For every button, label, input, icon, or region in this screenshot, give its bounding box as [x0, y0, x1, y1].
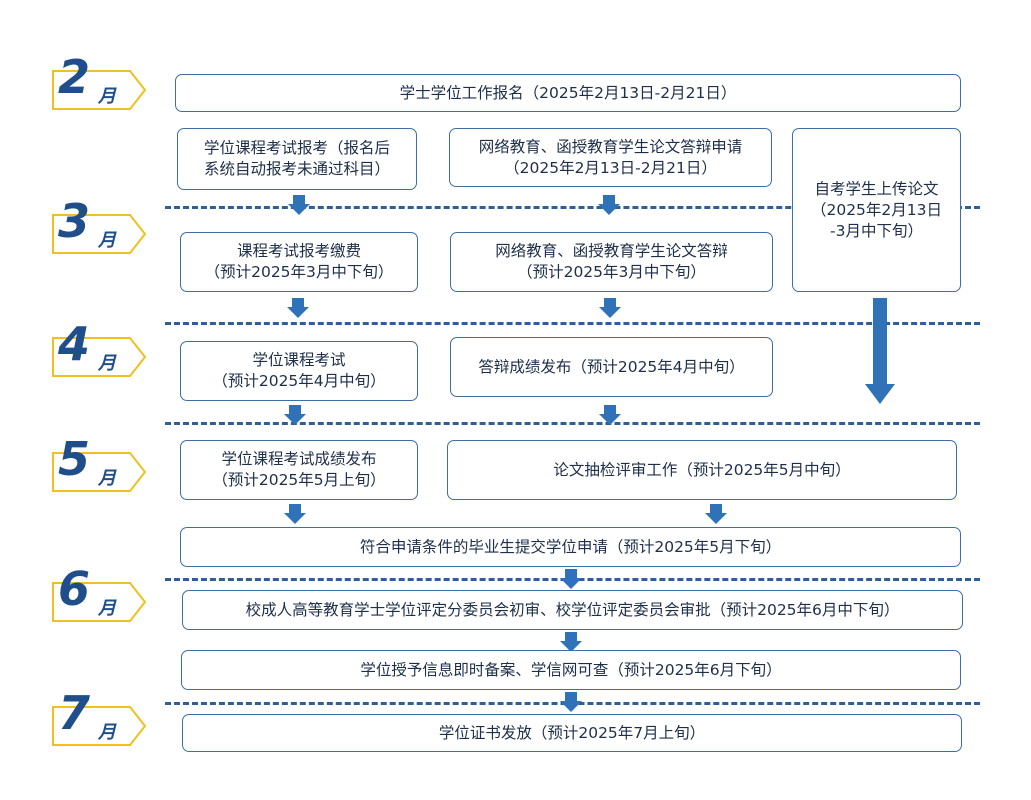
month-divider [165, 422, 980, 425]
step-exam-fee: 课程考试报考缴费 （预计2025年3月中下旬） [180, 232, 418, 292]
month-unit: 月 [98, 722, 116, 743]
down-arrow-icon [287, 298, 309, 318]
step-label-line2: 系统自动报考未通过科目） [203, 160, 390, 178]
month-number: 2 [58, 50, 91, 104]
step-label-line1: 网络教育、函授教育学生论文答辩申请 [478, 137, 743, 156]
down-arrow-icon [284, 504, 306, 524]
step-degree-application: 符合申请条件的毕业生提交学位申请（预计2025年5月下旬） [180, 527, 961, 567]
step-thesis-defense: 网络教育、函授教育学生论文答辩 （预计2025年3月中下旬） [450, 232, 773, 292]
step-record-filing: 学位授予信息即时备案、学信网可查（预计2025年6月下旬） [181, 650, 961, 690]
badge-arrow-shape [52, 70, 147, 110]
down-arrow-icon [560, 569, 582, 589]
step-label-line1: 学位课程考试成绩发布 [221, 450, 377, 468]
step-label-line1: 网络教育、函授教育学生论文答辩 [495, 242, 728, 260]
month-badge-apr: 4 月 [52, 321, 147, 377]
step-label: 答辩成绩发布（预计2025年4月中旬） [478, 357, 745, 376]
down-arrow-icon [599, 298, 621, 318]
down-arrow-icon [598, 195, 620, 215]
step-label-line3: -3月中下旬） [830, 221, 923, 240]
step-committee-review: 校成人高等教育学士学位评定分委员会初审、校学位评定委员会审批（预计2025年6月… [182, 590, 963, 630]
month-unit: 月 [98, 230, 116, 251]
month-number: 6 [58, 562, 91, 616]
badge-arrow-shape [52, 582, 147, 622]
step-course-exam-signup: 学位课程考试报考（报名后 系统自动报考未通过科目） [177, 128, 417, 190]
month-badge-feb: 2 月 [52, 54, 147, 110]
down-arrow-icon [288, 195, 310, 215]
step-thesis-review: 论文抽检评审工作（预计2025年5月中旬） [447, 440, 957, 500]
month-divider [165, 206, 980, 209]
down-arrow-icon [284, 405, 306, 425]
badge-arrow-shape [52, 214, 147, 254]
month-badge-jun: 6 月 [52, 566, 147, 622]
step-label-line2: （预计2025年3月中下旬） [517, 263, 706, 281]
step-label: 学位证书发放（预计2025年7月上旬） [438, 723, 706, 742]
badge-arrow-shape [52, 452, 147, 492]
step-label-line1: 课程考试报考缴费 [236, 242, 361, 260]
step-course-exam: 学位课程考试 （预计2025年4月中旬） [180, 341, 418, 401]
month-unit: 月 [98, 353, 116, 374]
down-arrow-icon [560, 632, 582, 652]
month-number: 7 [58, 686, 91, 740]
step-registration: 学士学位工作报名（2025年2月13日-2月21日） [175, 74, 961, 112]
down-arrow-icon [560, 692, 582, 712]
step-label-line2: （2025年2月13日-2月21日） [504, 158, 717, 177]
step-thesis-defense-apply: 网络教育、函授教育学生论文答辩申请 （2025年2月13日-2月21日） [449, 128, 772, 187]
step-self-study-upload: 自考学生上传论文 （2025年2月13日 -3月中下旬） [792, 128, 961, 292]
down-arrow-icon [599, 405, 621, 425]
step-label-line1: 自考学生上传论文 [814, 179, 939, 198]
month-number: 4 [58, 317, 91, 371]
step-label: 符合申请条件的毕业生提交学位申请（预计2025年5月下旬） [359, 537, 782, 556]
long-down-arrow-icon [865, 298, 895, 404]
step-label: 校成人高等教育学士学位评定分委员会初审、校学位评定委员会审批（预计2025年6月… [245, 600, 900, 619]
down-arrow-icon [705, 504, 727, 524]
step-label-line1: 学位课程考试 [252, 351, 346, 369]
step-label-line2: （2025年2月13日 [810, 200, 943, 219]
step-label: 论文抽检评审工作（预计2025年5月中旬） [553, 460, 851, 479]
month-number: 3 [58, 194, 91, 248]
month-badge-mar: 3 月 [52, 198, 147, 254]
badge-arrow-shape [52, 337, 147, 377]
step-exam-results: 学位课程考试成绩发布 （预计2025年5月上旬） [180, 440, 418, 500]
step-label: 学士学位工作报名（2025年2月13日-2月21日） [399, 83, 737, 102]
step-label-line1: 学位课程考试报考（报名后 [203, 139, 390, 157]
step-label: 学位授予信息即时备案、学信网可查（预计2025年6月下旬） [360, 660, 782, 679]
month-badge-jul: 7 月 [52, 690, 147, 746]
month-unit: 月 [98, 468, 116, 489]
step-label-line2: （预计2025年4月中旬） [212, 372, 386, 390]
month-unit: 月 [98, 598, 116, 619]
month-number: 5 [58, 432, 91, 486]
step-label-line2: （预计2025年5月上旬） [212, 471, 386, 489]
step-label-line2: （预计2025年3月中下旬） [204, 263, 394, 281]
month-badge-may: 5 月 [52, 436, 147, 492]
month-divider [165, 322, 980, 325]
step-certificate-issue: 学位证书发放（预计2025年7月上旬） [182, 714, 962, 752]
step-defense-results: 答辩成绩发布（预计2025年4月中旬） [450, 337, 773, 397]
badge-arrow-shape [52, 706, 147, 746]
month-unit: 月 [98, 86, 116, 107]
